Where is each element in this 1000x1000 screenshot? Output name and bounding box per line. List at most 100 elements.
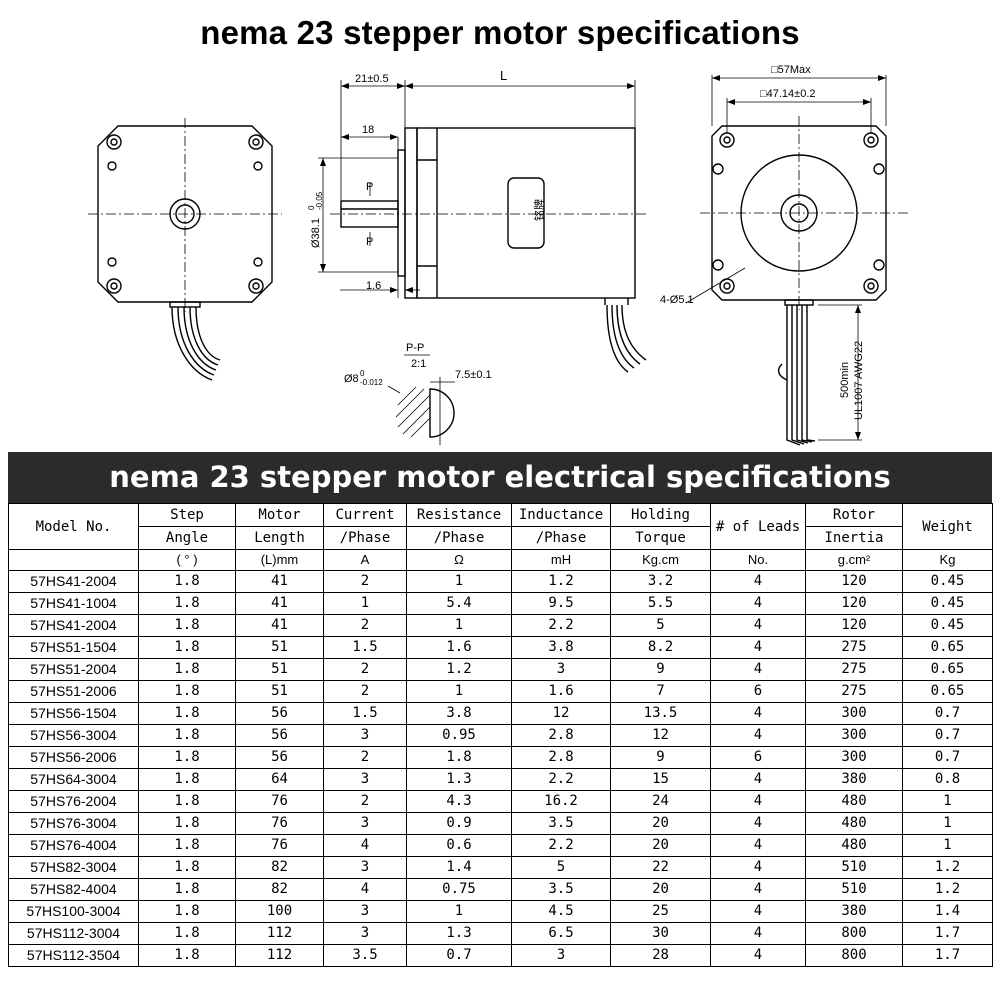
cell-weight: 0.65 [902, 636, 993, 659]
cell-inductance: 3.5 [511, 812, 611, 835]
header-resistance: Resistance [406, 503, 512, 527]
cell-inductance: 2.2 [511, 834, 611, 857]
cell-weight: 0.8 [902, 768, 993, 791]
cell-rotor-inertia: 300 [805, 746, 903, 769]
cell-inductance: 2.8 [511, 724, 611, 747]
dim-flange: 1.6 [366, 280, 381, 292]
cell-motor-length: 64 [235, 768, 324, 791]
cell-leads: 4 [710, 724, 806, 747]
cell-rotor-inertia: 120 [805, 614, 903, 637]
cell-model: 57HS112-3504 [8, 944, 139, 967]
cell-holding-torque: 12 [610, 724, 711, 747]
dim-body-length: L [500, 68, 507, 83]
cell-inductance: 2.2 [511, 614, 611, 637]
cell-weight: 0.45 [902, 592, 993, 615]
section-mark-top: P [366, 181, 373, 193]
unit-resistance: Ω [406, 549, 512, 571]
cell-weight: 0.45 [902, 570, 993, 593]
header-model: Model No. [8, 503, 139, 550]
cell-motor-length: 51 [235, 636, 324, 659]
dim-pilot-tol-bottom: -0.05 [315, 191, 324, 210]
cell-leads: 4 [710, 878, 806, 901]
header-inertia: Inertia [805, 526, 903, 550]
cell-model: 57HS56-2006 [8, 746, 139, 769]
cell-rotor-inertia: 120 [805, 570, 903, 593]
unit-inductance: mH [511, 549, 611, 571]
cell-weight: 0.7 [902, 724, 993, 747]
cell-current: 2 [323, 570, 407, 593]
cell-model: 57HS51-2006 [8, 680, 139, 703]
cell-current: 1.5 [323, 702, 407, 725]
cell-holding-torque: 25 [610, 900, 711, 923]
cell-step-angle: 1.8 [138, 900, 236, 923]
cell-step-angle: 1.8 [138, 834, 236, 857]
cell-holding-torque: 28 [610, 944, 711, 967]
header-step: Step [138, 503, 236, 527]
dim-shaft-diameter: Ø8 [344, 373, 359, 385]
cell-current: 3 [323, 812, 407, 835]
cell-holding-torque: 5.5 [610, 592, 711, 615]
header-torque: Torque [610, 526, 711, 550]
cell-step-angle: 1.8 [138, 614, 236, 637]
cell-inductance: 4.5 [511, 900, 611, 923]
cell-holding-torque: 20 [610, 878, 711, 901]
cell-current: 2 [323, 658, 407, 681]
cell-step-angle: 1.8 [138, 746, 236, 769]
cell-rotor-inertia: 480 [805, 812, 903, 835]
cell-holding-torque: 3.2 [610, 570, 711, 593]
cell-inductance: 2.8 [511, 746, 611, 769]
cell-holding-torque: 7 [610, 680, 711, 703]
electrical-spec-banner: nema 23 stepper motor electrical specifi… [8, 452, 992, 503]
cell-leads: 6 [710, 680, 806, 703]
header-angle: Angle [138, 526, 236, 550]
cell-rotor-inertia: 120 [805, 592, 903, 615]
cell-weight: 1 [902, 834, 993, 857]
cell-holding-torque: 30 [610, 922, 711, 945]
unit-length: (L)mm [235, 549, 324, 571]
cell-step-angle: 1.8 [138, 724, 236, 747]
dim-frame-size: □57Max [771, 64, 811, 76]
cell-inductance: 3.8 [511, 636, 611, 659]
cell-model: 57HS41-2004 [8, 614, 139, 637]
cell-step-angle: 1.8 [138, 878, 236, 901]
dim-pilot-tol-top: 0 [307, 205, 316, 210]
front-view-left [97, 125, 273, 381]
cell-weight: 0.45 [902, 614, 993, 637]
cell-current: 1.5 [323, 636, 407, 659]
header-current-phase: /Phase [323, 526, 407, 550]
cell-resistance: 0.9 [406, 812, 512, 835]
cell-resistance: 1.4 [406, 856, 512, 879]
section-label: P-P [406, 342, 424, 354]
header-motor: Motor [235, 503, 324, 527]
cell-leads: 4 [710, 636, 806, 659]
cell-rotor-inertia: 800 [805, 944, 903, 967]
cell-resistance: 3.8 [406, 702, 512, 725]
unit-current: A [323, 549, 407, 571]
dim-mounting-holes: 4-Ø5.1 [660, 294, 694, 306]
cell-motor-length: 82 [235, 856, 324, 879]
cell-weight: 0.65 [902, 680, 993, 703]
cell-motor-length: 56 [235, 724, 324, 747]
cell-inductance: 5 [511, 856, 611, 879]
dim-flat-length: 18 [362, 124, 374, 136]
section-scale: 2:1 [411, 358, 426, 370]
cell-leads: 4 [710, 570, 806, 593]
cell-weight: 1.2 [902, 878, 993, 901]
cell-step-angle: 1.8 [138, 570, 236, 593]
cell-resistance: 5.4 [406, 592, 512, 615]
cell-resistance: 1 [406, 570, 512, 593]
cell-resistance: 1.6 [406, 636, 512, 659]
cell-leads: 4 [710, 702, 806, 725]
cell-rotor-inertia: 380 [805, 768, 903, 791]
header-length: Length [235, 526, 324, 550]
cell-holding-torque: 20 [610, 812, 711, 835]
cell-resistance: 1 [406, 900, 512, 923]
cell-holding-torque: 22 [610, 856, 711, 879]
cell-rotor-inertia: 800 [805, 922, 903, 945]
cell-leads: 4 [710, 834, 806, 857]
